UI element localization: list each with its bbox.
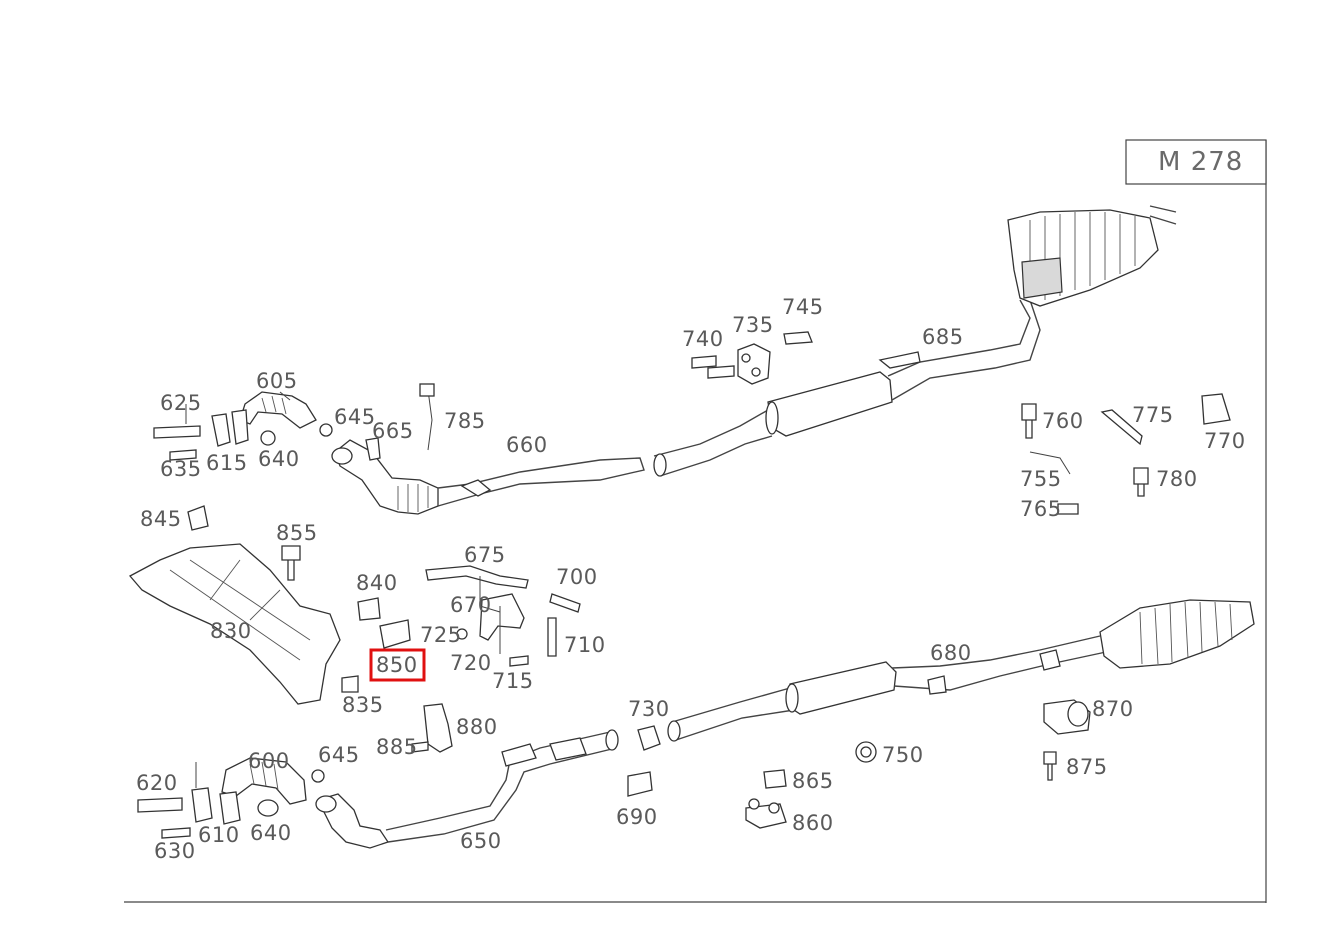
part-label-855[interactable]: 855: [276, 521, 318, 545]
part-label-840[interactable]: 840: [356, 571, 398, 595]
part-label-680[interactable]: 680: [930, 641, 972, 665]
part-label-750[interactable]: 750: [882, 743, 924, 767]
part-label-870[interactable]: 870: [1092, 697, 1134, 721]
part-label-850[interactable]: 850: [376, 653, 418, 677]
part-label-780[interactable]: 780: [1156, 467, 1198, 491]
part-label-640[interactable]: 640: [258, 447, 300, 471]
part-label-785[interactable]: 785: [444, 409, 486, 433]
part-label-665[interactable]: 665: [372, 419, 414, 443]
part-label-630[interactable]: 630: [154, 839, 196, 863]
part-label-720[interactable]: 720: [450, 651, 492, 675]
lower-exhaust-assembly: [137, 599, 1255, 849]
part-label-760[interactable]: 760: [1042, 409, 1084, 433]
part-label-700[interactable]: 700: [556, 565, 598, 589]
part-label-610[interactable]: 610: [198, 823, 240, 847]
part-label-640-lower[interactable]: 640: [250, 821, 292, 845]
part-label-835[interactable]: 835: [342, 693, 384, 717]
part-label-765[interactable]: 765: [1020, 497, 1062, 521]
diagram-frame: M 278: [124, 139, 1267, 903]
part-label-715[interactable]: 715: [492, 669, 534, 693]
crossmember-assembly: [128, 505, 581, 753]
part-label-620[interactable]: 620: [136, 771, 178, 795]
part-labels: 605 625 645 665 785 660 635 615 640 740 …: [136, 295, 1246, 863]
part-label-730[interactable]: 730: [628, 697, 670, 721]
part-label-880[interactable]: 880: [456, 715, 498, 739]
part-label-755[interactable]: 755: [1020, 467, 1062, 491]
part-label-865[interactable]: 865: [792, 769, 834, 793]
part-label-885[interactable]: 885: [376, 735, 418, 759]
part-label-600[interactable]: 600: [248, 749, 290, 773]
part-label-740[interactable]: 740: [682, 327, 724, 351]
part-label-770[interactable]: 770: [1204, 429, 1246, 453]
part-label-670[interactable]: 670: [450, 593, 492, 617]
part-label-635[interactable]: 635: [160, 457, 202, 481]
part-label-660[interactable]: 660: [506, 433, 548, 457]
part-label-710[interactable]: 710: [564, 633, 606, 657]
highlighted-part-box: [369, 648, 426, 682]
title-box: [1125, 139, 1267, 185]
part-label-845[interactable]: 845: [140, 507, 182, 531]
part-label-725[interactable]: 725: [420, 623, 462, 647]
part-label-615[interactable]: 615: [206, 451, 248, 475]
upper-exhaust-assembly: [153, 205, 1177, 515]
part-label-735[interactable]: 735: [732, 313, 774, 337]
part-label-690[interactable]: 690: [616, 805, 658, 829]
part-label-675[interactable]: 675: [464, 543, 506, 567]
part-label-645[interactable]: 645: [334, 405, 376, 429]
part-label-650[interactable]: 650: [460, 829, 502, 853]
diagram-title: M 278: [1158, 147, 1243, 177]
part-label-605[interactable]: 605: [256, 369, 298, 393]
part-label-830[interactable]: 830: [210, 619, 252, 643]
upper-hardware: [691, 331, 1231, 515]
part-label-625[interactable]: 625: [160, 391, 202, 415]
part-label-745[interactable]: 745: [782, 295, 824, 319]
leader-lines: [185, 391, 501, 788]
part-label-875[interactable]: 875: [1066, 755, 1108, 779]
part-label-775[interactable]: 775: [1132, 403, 1174, 427]
part-label-685[interactable]: 685: [922, 325, 964, 349]
part-label-645-lower[interactable]: 645: [318, 743, 360, 767]
part-label-860[interactable]: 860: [792, 811, 834, 835]
